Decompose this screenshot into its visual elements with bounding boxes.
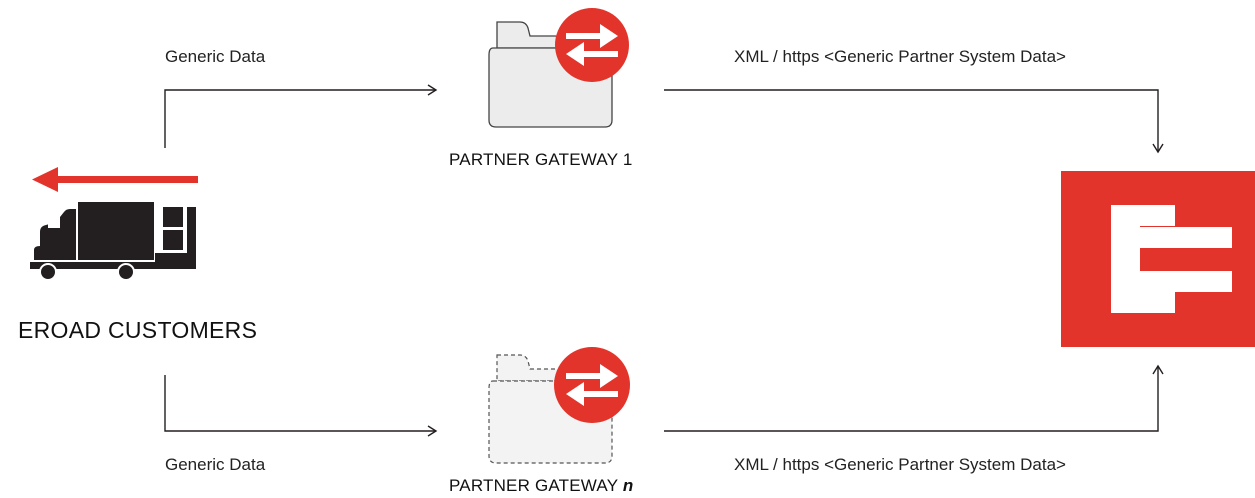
swap-arrows-icon [555,8,629,82]
truck-icon [30,202,196,281]
flow-label-top-left: Generic Data [165,47,266,66]
connector-gateway-n-to-eroad [664,364,1164,432]
connector-gateway-1-to-eroad [664,89,1164,154]
left-arrow-icon [32,167,198,192]
swap-arrows-icon [554,347,630,423]
customers-label: EROAD CUSTOMERS [18,317,258,343]
flow-label-top-right: XML / https <Generic Partner System Data… [734,47,1066,66]
flow-label-bottom-left: Generic Data [165,455,266,474]
gateway-title-suffix: n [622,476,634,495]
gateway-title-text: PARTNER GATEWAY [449,476,623,495]
gateway-title: PARTNER GATEWAY 1 [449,150,633,170]
gateway-title: PARTNER GATEWAY n [449,476,633,496]
gateway-title-text: PARTNER GATEWAY 1 [449,150,633,169]
flow-label-bottom-right: XML / https <Generic Partner System Data… [734,455,1066,474]
connector-customers-to-gateway-1 [164,84,438,148]
eroad-logo [1061,171,1255,347]
connector-customers-to-gateway-n [164,375,438,437]
